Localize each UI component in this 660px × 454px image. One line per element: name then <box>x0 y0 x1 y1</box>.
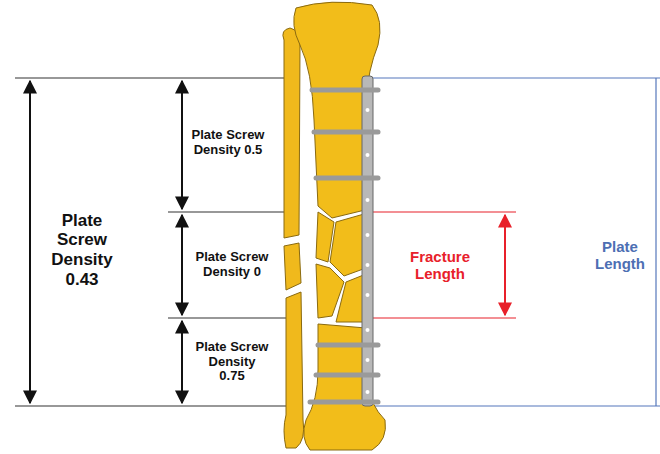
dimension-label: Plate Length <box>590 238 650 273</box>
dimension-arrows <box>30 81 182 403</box>
dimension-label: Plate Screw Density 0.43 <box>43 211 121 289</box>
dimension-label: Plate Screw Density 0.5 <box>191 128 265 158</box>
dimension-label: Fracture Length <box>395 248 485 283</box>
plate-holes <box>366 108 370 394</box>
tibia <box>294 2 386 450</box>
fracture-lines <box>370 212 516 318</box>
dimension-label: Plate Screw Density 0 <box>195 250 269 280</box>
bone-plate <box>362 76 373 406</box>
fibula <box>283 28 304 448</box>
dimension-label: Plate Screw Density 0.75 <box>195 340 269 385</box>
screws <box>310 90 378 402</box>
plate-length-lines <box>372 78 660 406</box>
measure-lines <box>15 78 292 406</box>
